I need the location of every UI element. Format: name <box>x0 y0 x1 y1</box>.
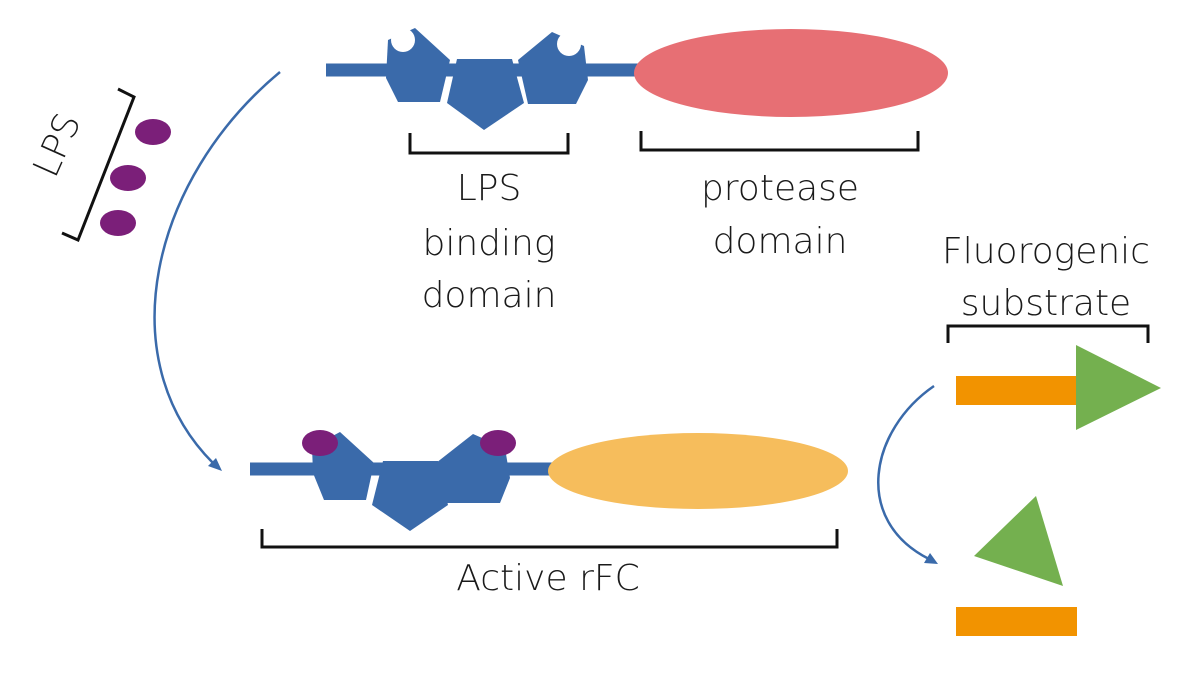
active-rfc <box>250 430 848 531</box>
inactive-binding-notch-right <box>557 32 581 56</box>
lps-binding-domain-label-line1: LPS <box>457 168 522 209</box>
lps-binding-domain-bracket <box>408 133 570 155</box>
bound-lps-molecule-right <box>480 430 516 456</box>
lps-binding-domain-label-line2: binding <box>423 223 556 264</box>
fluorophore-intact <box>1076 345 1161 430</box>
cleavage-arrowhead <box>924 553 938 564</box>
fluorogenic-substrate-label-line1: Fluorogenic <box>942 231 1150 272</box>
lps-label: LPS <box>26 107 90 183</box>
inactive-lps-binding-pentagon-center <box>447 59 524 130</box>
active-protease-domain <box>548 433 848 509</box>
active-rfc-bracket <box>260 529 839 549</box>
substrate-peptide-intact <box>956 376 1078 405</box>
protease-domain-bracket <box>639 131 920 152</box>
lps-bracket <box>61 87 136 242</box>
active-rfc-label: Active rFC <box>456 558 639 599</box>
fluorophore-released <box>974 496 1063 586</box>
activation-arrowhead <box>208 458 222 471</box>
lps-molecule-1 <box>135 119 171 145</box>
cleavage-arrow <box>877 384 935 561</box>
substrate-peptide-cleaved <box>956 607 1077 636</box>
fluorogenic-substrate-bracket <box>946 324 1150 343</box>
protease-domain-label-line1: protease <box>701 168 859 209</box>
lps-group: LPS <box>26 87 171 242</box>
inactive-rfc <box>326 28 948 130</box>
cleaved-substrate <box>956 496 1077 636</box>
active-lps-binding-pentagon-center <box>372 461 448 531</box>
activation-arrow <box>153 71 281 464</box>
inactive-protease-domain <box>634 29 948 117</box>
lps-binding-domain-label-line3: domain <box>422 275 557 316</box>
intact-substrate <box>956 345 1161 430</box>
fluorogenic-substrate-label-line2: substrate <box>961 283 1131 324</box>
inactive-binding-notch-left <box>391 28 415 52</box>
protease-domain-label-line2: domain <box>713 221 848 262</box>
lps-molecule-3 <box>100 210 136 236</box>
bound-lps-molecule-left <box>302 430 338 456</box>
lps-molecule-2 <box>110 165 146 191</box>
